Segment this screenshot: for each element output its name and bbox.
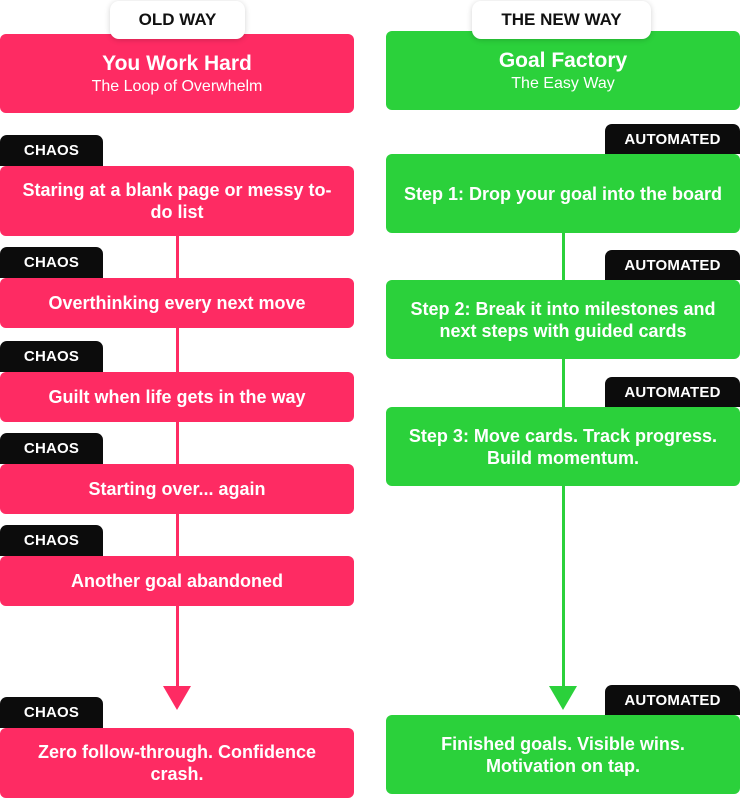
old-way-pill: OLD WAY xyxy=(110,1,245,39)
automated-tag: AUTOMATED xyxy=(605,685,740,715)
old-step-5: Another goal abandoned xyxy=(0,556,354,606)
old-step-2: Overthinking every next move xyxy=(0,278,354,328)
automated-tag: AUTOMATED xyxy=(605,250,740,280)
chaos-tag: CHAOS xyxy=(0,341,103,372)
new-way-title: Goal Factory xyxy=(498,48,628,72)
automated-tag: AUTOMATED xyxy=(605,124,740,154)
old-step-4: Starting over... again xyxy=(0,464,354,514)
old-step-6: Zero follow-through. Confidence crash. xyxy=(0,728,354,798)
old-way-subtitle: The Loop of Overwhelm xyxy=(91,77,263,95)
old-step-1: Staring at a blank page or messy to-do l… xyxy=(0,166,354,236)
old-step-3: Guilt when life gets in the way xyxy=(0,372,354,422)
old-way-title: You Work Hard xyxy=(102,51,252,75)
old-way-column: You Work Hard The Loop of Overwhelm OLD … xyxy=(0,0,354,799)
new-way-pill: THE NEW WAY xyxy=(472,1,651,39)
chaos-tag: CHAOS xyxy=(0,525,103,556)
new-way-subtitle: The Easy Way xyxy=(511,74,615,92)
new-step-2: Step 2: Break it into milestones and nex… xyxy=(386,280,740,359)
chaos-tag: CHAOS xyxy=(0,433,103,464)
automated-tag: AUTOMATED xyxy=(605,377,740,407)
chaos-tag: CHAOS xyxy=(0,697,103,728)
new-step-1: Step 1: Drop your goal into the board xyxy=(386,154,740,233)
chaos-tag: CHAOS xyxy=(0,135,103,166)
new-step-3: Step 3: Move cards. Track progress. Buil… xyxy=(386,407,740,486)
new-way-header: Goal Factory The Easy Way xyxy=(386,31,740,110)
new-flow-arrowhead xyxy=(549,686,577,710)
new-step-4: Finished goals. Visible wins. Motivation… xyxy=(386,715,740,794)
old-flow-arrowhead xyxy=(163,686,191,710)
old-way-header: You Work Hard The Loop of Overwhelm xyxy=(0,34,354,113)
old-flow-line xyxy=(175,236,179,688)
new-way-column: Goal Factory The Easy Way THE NEW WAY xyxy=(386,0,740,799)
chaos-tag: CHAOS xyxy=(0,247,103,278)
